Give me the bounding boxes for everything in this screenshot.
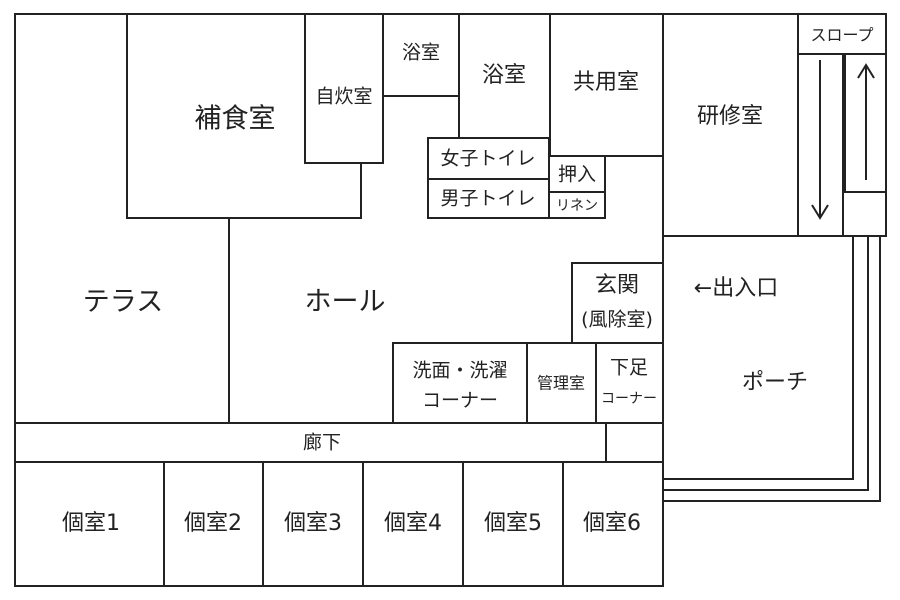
- label-senmen-line1: 洗面・洗濯: [412, 360, 507, 382]
- room-kenshushitsu: [662, 13, 799, 237]
- label-gesoku-line2: コーナー: [601, 391, 657, 407]
- label-yokushitsu: 浴室: [482, 63, 526, 88]
- label-porch: ポーチ: [742, 370, 808, 395]
- label-joshi-toilet: 女子トイレ: [440, 148, 535, 170]
- label-koshitsu-6: 個室6: [583, 511, 641, 536]
- room-yokushitsu: [458, 13, 551, 139]
- room-linen: [548, 191, 606, 219]
- label-roka: 廊下: [303, 432, 341, 454]
- label-kanrishitsu: 管理室: [537, 374, 585, 393]
- label-senmen-line2: コーナー: [422, 390, 498, 412]
- label-genkan: 玄関: [595, 273, 639, 298]
- label-koshitsu-2: 個室2: [184, 511, 242, 536]
- label-gesoku-line1: 下足: [610, 357, 648, 379]
- room-kanrishitsu: [526, 342, 597, 424]
- label-slope: スロープ: [810, 26, 873, 45]
- room-kyoyoshitsu: [549, 13, 664, 157]
- label-koshitsu-4: 個室4: [384, 511, 442, 536]
- porch-step-1: [663, 235, 869, 491]
- room-senmen: [392, 342, 528, 424]
- slope-label-box: [797, 13, 887, 55]
- label-danshi-toilet: 男子トイレ: [440, 188, 535, 210]
- room-koshitsu-4: [362, 461, 464, 587]
- label-yokushitsu-small: 浴室: [402, 42, 440, 64]
- slope-up-arrow-head: [857, 63, 875, 79]
- room-jisuishitsu: [304, 13, 384, 164]
- porch-outline: [663, 235, 854, 480]
- label-jisuishitsu: 自炊室: [315, 86, 372, 108]
- room-koshitsu-2: [163, 461, 264, 587]
- room-koshitsu-1: [14, 461, 165, 587]
- room-gesoku: [595, 342, 664, 424]
- room-koshitsu-5: [462, 461, 564, 587]
- porch-step-2: [663, 235, 881, 502]
- label-linen: リネン: [556, 198, 598, 214]
- room-oshiire: [548, 155, 606, 193]
- label-koshitsu-5: 個室5: [484, 511, 542, 536]
- room-koshitsu-3: [262, 461, 364, 587]
- label-kenshushitsu: 研修室: [697, 104, 763, 129]
- label-hall: ホール: [305, 287, 386, 318]
- room-danshi-toilet: [427, 178, 550, 219]
- label-terrace: テラス: [83, 287, 163, 318]
- label-fujoshitsu: (風除室): [581, 309, 653, 331]
- slope-down-arrow-head: [811, 204, 829, 220]
- label-kyoyoshitsu: 共用室: [573, 70, 639, 95]
- label-entrance-arrow: ←出入口: [694, 276, 778, 301]
- label-koshitsu-1: 個室1: [62, 511, 120, 536]
- room-joshi-toilet: [427, 137, 550, 180]
- room-genkan: [571, 262, 664, 344]
- label-hoshokushitsu: 補食室: [195, 104, 276, 135]
- label-koshitsu-3: 個室3: [284, 511, 342, 536]
- corridor: [14, 422, 607, 463]
- label-oshiire: 押入: [558, 164, 596, 186]
- room-koshitsu-6: [562, 461, 664, 587]
